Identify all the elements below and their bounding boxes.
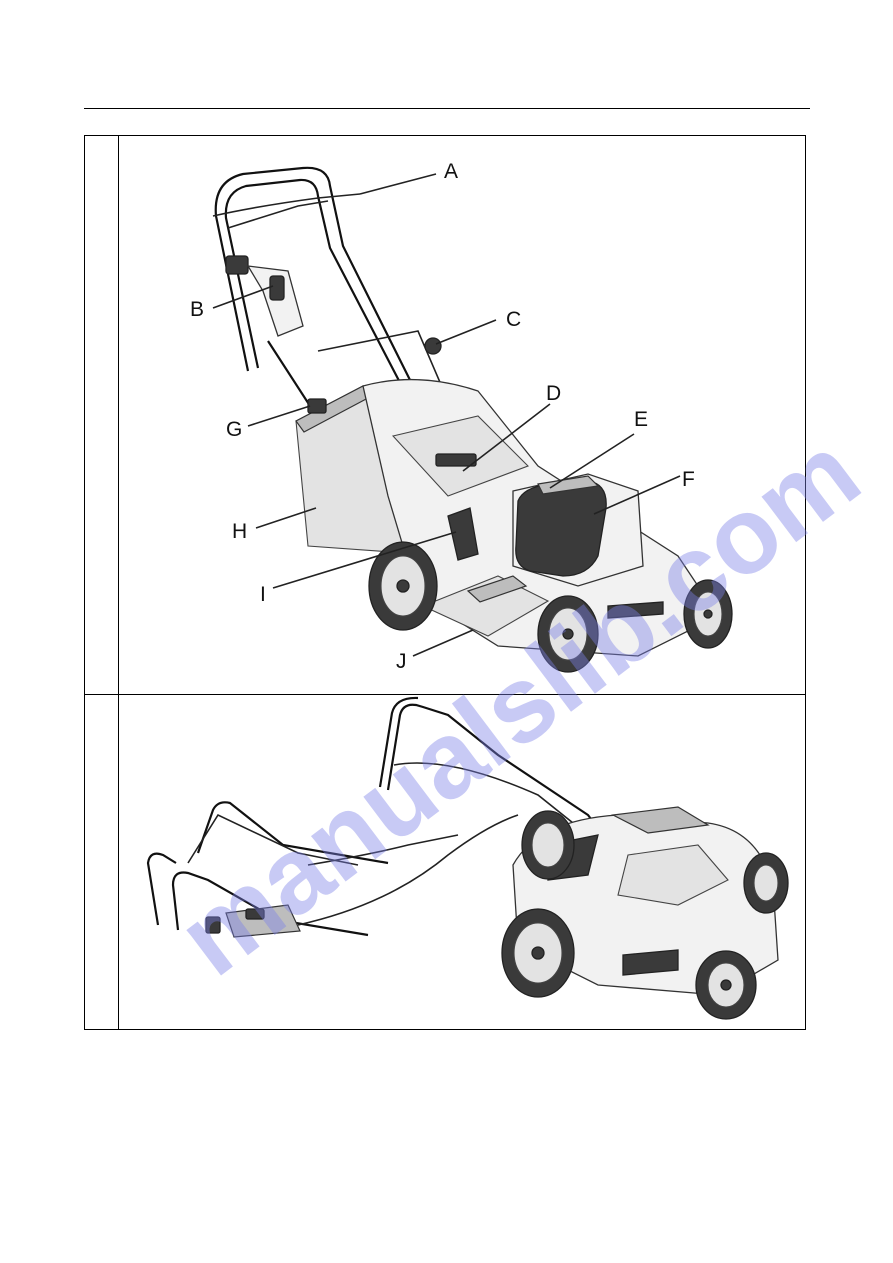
callout-j: J [396,650,407,673]
callout-h: H [232,520,247,543]
handle-folding-diagram [118,695,806,1029]
mower-parts-diagram: A B C D E F G H I J [118,136,806,693]
callout-c: C [506,308,521,331]
header-rule [84,108,810,109]
mower-front-wheel [696,951,756,1019]
callout-e: E [634,408,648,431]
callout-d: D [546,382,561,405]
callout-b: B [190,298,204,321]
front-wheel [538,596,598,672]
callout-i: I [260,583,266,606]
right-wheel [684,580,732,648]
mower-back-wheel [522,811,574,879]
mower-right-wheel [744,853,788,913]
callout-a: A [444,160,458,183]
callout-f: F [682,468,695,491]
callout-g: G [226,418,242,441]
mower-rear-wheel [502,909,574,997]
